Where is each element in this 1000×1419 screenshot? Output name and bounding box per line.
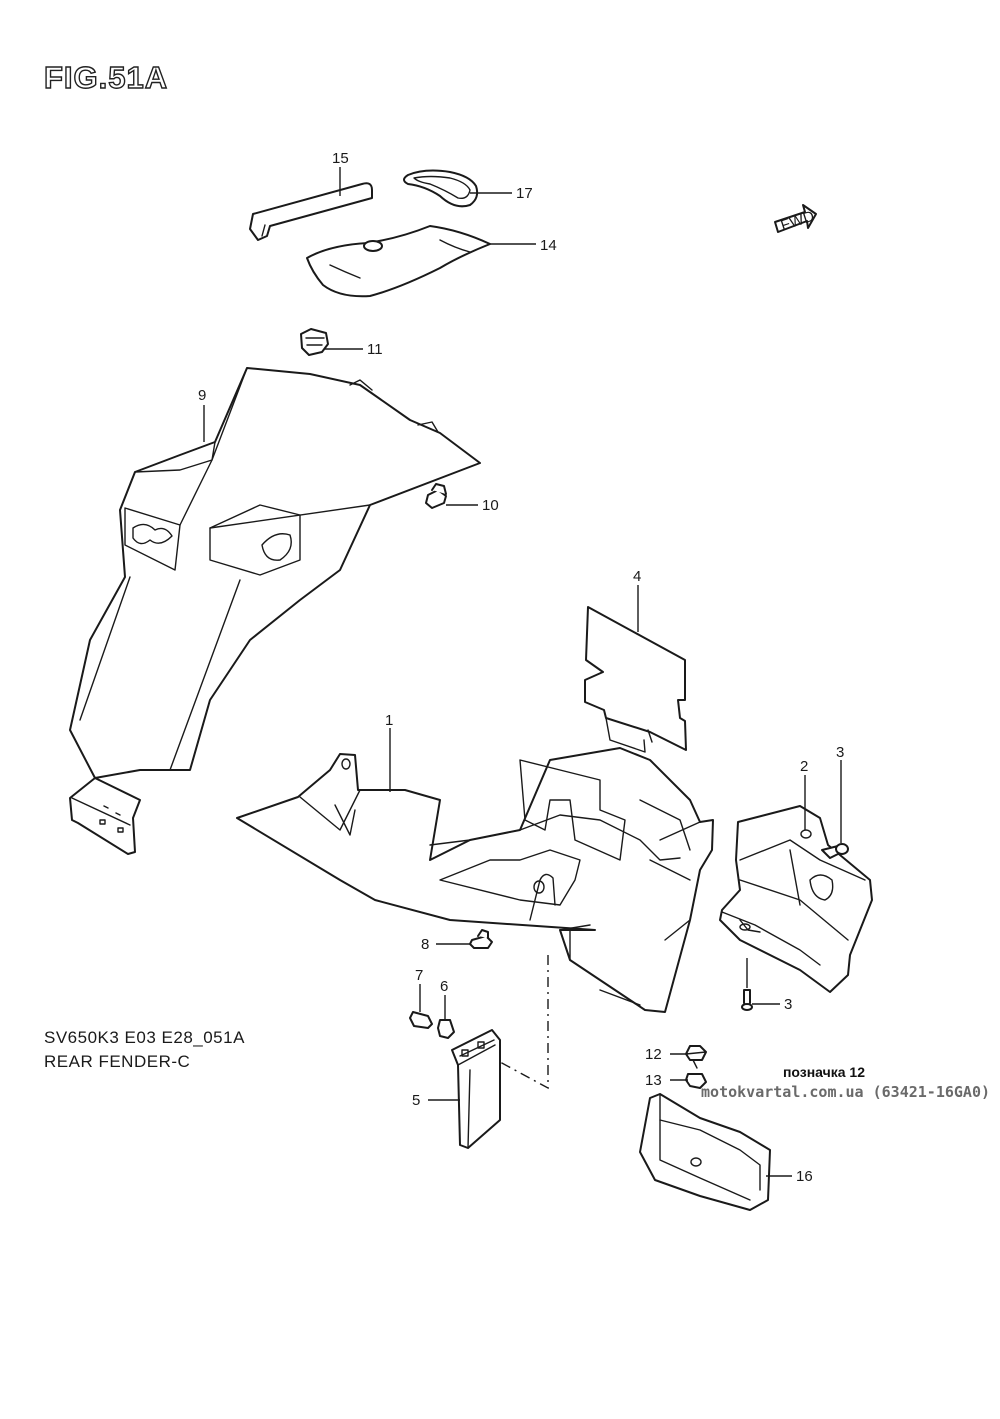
callout-9: 9	[198, 387, 206, 442]
svg-text:9: 9	[198, 387, 206, 404]
part-16-spanner	[249, 182, 373, 241]
callout-1: 1	[385, 712, 393, 792]
callout-3-upper: 3	[836, 744, 844, 843]
model-code: SV650K3 E03 E28_051A	[44, 1028, 245, 1047]
callout-5: 5	[412, 1092, 460, 1109]
callout-3-lower: 3	[746, 958, 792, 1013]
callout-14: 13	[645, 1072, 688, 1089]
callout-6: 6	[440, 978, 448, 1020]
part-3-screw-upper	[821, 843, 849, 859]
figure-title: FIG.51A	[43, 59, 169, 95]
svg-text:6: 6	[440, 978, 448, 995]
callout-11: 11	[325, 341, 383, 358]
svg-text:11: 11	[367, 341, 383, 358]
callout-8: 8	[421, 936, 470, 953]
svg-text:4: 4	[633, 568, 641, 585]
part-13-bolt	[685, 1045, 707, 1069]
part-3-screw-lower	[741, 989, 753, 1011]
part-8-bolt	[469, 929, 493, 949]
svg-text:12: 12	[645, 1046, 662, 1063]
svg-text:10: 10	[482, 497, 499, 514]
part-5-hanger	[451, 1029, 501, 1149]
svg-text:15: 15	[332, 150, 349, 167]
part-10-bolt	[425, 483, 447, 509]
callout-12: 16	[766, 1168, 813, 1185]
callout-10: 10	[446, 497, 499, 514]
callout-2: 2	[800, 758, 808, 830]
part-7-bolt	[409, 1011, 433, 1029]
fwd-arrow-label: FWD	[779, 208, 817, 235]
part-2-bracket	[719, 805, 873, 993]
callout-16: 15	[332, 150, 349, 196]
part-4-plate	[584, 606, 687, 753]
svg-text:2: 2	[800, 758, 808, 775]
svg-text:1: 1	[385, 712, 393, 729]
callout-4: 4	[633, 568, 641, 632]
fwd-arrow-icon: FWD	[774, 204, 817, 235]
part-17-band	[403, 169, 479, 208]
svg-text:13: 13	[645, 1072, 662, 1089]
svg-text:3: 3	[784, 996, 792, 1013]
part-6-nut	[437, 1019, 455, 1039]
part-1-inner-fender	[236, 747, 714, 1013]
callout-15: 14	[488, 237, 557, 254]
part-9-rear-fender	[69, 367, 481, 855]
watermark: motokvartal.com.ua (63421-16GA0)	[701, 1083, 990, 1101]
callout-13: 12	[645, 1046, 688, 1063]
svg-text:8: 8	[421, 936, 429, 953]
svg-text:14: 14	[540, 237, 557, 254]
part-11-clip	[300, 328, 329, 356]
svg-text:5: 5	[412, 1092, 420, 1109]
svg-text:7: 7	[415, 967, 423, 984]
callout-17: 17	[470, 185, 533, 202]
svg-text:3: 3	[836, 744, 844, 761]
figure-name: REAR FENDER-C	[44, 1052, 191, 1071]
svg-text:16: 16	[796, 1168, 813, 1185]
svg-text:17: 17	[516, 185, 533, 202]
note-label: позначка 12	[782, 1064, 865, 1080]
callout-7: 7	[415, 967, 423, 1012]
part-12-mud-guard	[639, 1093, 771, 1211]
part-15-tool-bag	[306, 225, 491, 298]
link-line	[499, 955, 549, 1090]
